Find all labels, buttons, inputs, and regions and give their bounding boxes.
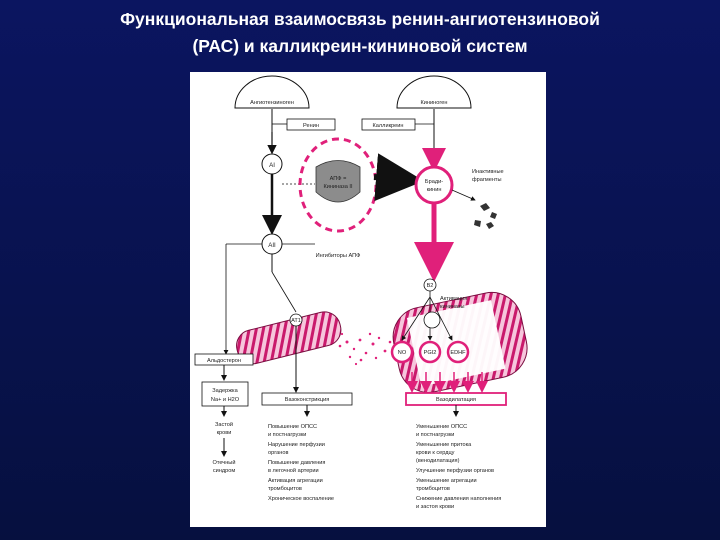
bradykinin-node (414, 165, 454, 205)
vasoconstriction-label: Вазоконстрикция (285, 397, 330, 403)
slide-title-line2: (РАС) и калликреин-кининовой систем (192, 36, 528, 56)
mediator-pgi2-label: PGI2 (424, 350, 437, 356)
kininogen-label: Кининоген (421, 100, 448, 106)
mediator-no (390, 340, 414, 364)
slide-title-line1: Функциональная взаимосвязь ренин-ангиоте… (120, 9, 600, 29)
inactive-fragments-label-line2: фрагменты (472, 177, 502, 183)
kallikrein-box (361, 118, 416, 131)
left-consequence: Отечный (213, 459, 236, 466)
inactive-fragments-label-line1: Инактивные (472, 169, 504, 175)
b2-label: B2 (427, 283, 434, 289)
right-consequence: крови к сердцу (416, 450, 455, 456)
angiotensinogen-label: Ангиотензиноген (250, 100, 294, 106)
right-consequences: Уменьшение ОПСС и постнагрузки Уменьшени… (416, 424, 501, 510)
na-retention-line2: Na+ и H2O (211, 397, 240, 403)
right-consequence: Уменьшение агрегации (416, 478, 477, 484)
arrow-ace-bradykinin (373, 153, 424, 202)
middle-consequence: органов (268, 450, 288, 456)
activated-kininase-line1: Активация (440, 296, 467, 302)
ace-enzyme (315, 160, 361, 203)
renin-label: Ренин (303, 123, 319, 129)
kallikrein-label: Калликреин (373, 123, 404, 129)
right-consequence: тромбоцитов (416, 486, 450, 492)
aii-label: AII (268, 242, 276, 249)
renin-box (286, 118, 336, 131)
vessel-left (236, 311, 342, 365)
activated-kininase-line2: кининазы (440, 304, 465, 310)
right-consequence: Улучшение перфузии органов (416, 468, 494, 474)
vasodilation-label: Вазодилатация (436, 397, 476, 403)
aldosterone-label: Альдостерон (207, 358, 241, 364)
na-retention-line1: Задержка (212, 388, 238, 394)
right-consequence: Уменьшение ОПСС (416, 424, 467, 430)
middle-consequence: Повышение ОПСС (268, 424, 317, 430)
right-consequence: (венодилатация) (416, 458, 460, 464)
ace-label-line1: АПФ = (330, 176, 347, 182)
mediator-pgi2 (418, 340, 442, 364)
left-consequence: Застой (215, 421, 233, 428)
middle-consequence: Хроническое воспаление (268, 496, 334, 502)
pink-particles (338, 332, 392, 366)
diagram-svg: Ангиотензиноген Кининоген Ренин Калликре… (194, 75, 528, 510)
ace-inhibitors-label: Ингибиторы АПФ (316, 253, 361, 259)
middle-consequences: Повышение ОПСС и постнагрузки Нарушение … (268, 424, 334, 502)
middle-consequence: тромбоцитов (268, 486, 302, 492)
slide-title: Функциональная взаимосвязь ренин-ангиоте… (0, 6, 720, 60)
right-consequence: и застоя крови (416, 504, 454, 510)
kininogen-dome (396, 75, 472, 109)
middle-consequence: и постнагрузки (268, 432, 306, 438)
arrows-to-vasodilation (406, 372, 488, 393)
left-consequence: синдром (213, 468, 235, 474)
left-consequences: Застой крови Отечный синдром (213, 421, 236, 474)
mediator-edhf-label: EDHF (450, 350, 466, 356)
bradykinin-label-line2: кинин (427, 187, 442, 193)
middle-consequence: Нарушение перфузии (268, 442, 325, 448)
ace-label-line2: Кининаза II (323, 184, 353, 190)
left-consequence: крови (217, 430, 232, 436)
at1-label: AT1 (291, 318, 301, 324)
ai-label: AI (269, 162, 275, 169)
mediator-no-label: NO (398, 350, 407, 356)
bradykinin-label-line1: Бради- (425, 179, 443, 185)
angiotensinogen-dome (234, 75, 310, 109)
middle-consequence: Повышение давления (268, 460, 325, 466)
middle-consequence: в легочной артерии (268, 467, 319, 474)
mediator-edhf (446, 340, 470, 364)
right-consequence: и постнагрузки (416, 432, 454, 438)
inactive-fragments-icon (474, 203, 497, 229)
middle-consequence: Активация агрегации (268, 478, 323, 484)
right-consequence: Уменьшение притока (416, 442, 472, 448)
diagram-figure: Ангиотензиноген Кининоген Ренин Калликре… (190, 72, 546, 527)
right-consequence: Снижение давления наполнения (416, 496, 501, 502)
na-retention-box (201, 381, 249, 407)
